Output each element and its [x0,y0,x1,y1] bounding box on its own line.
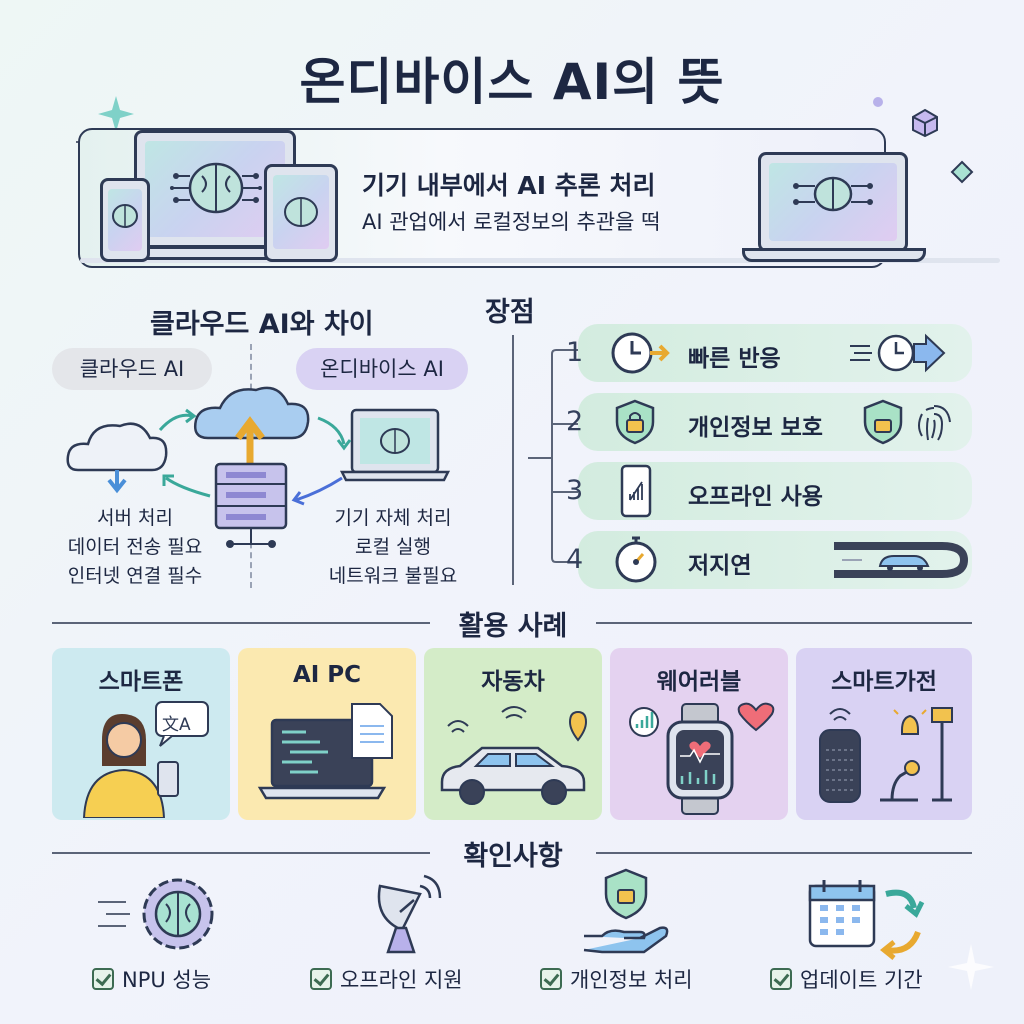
cloud-note-1: 서버 처리 [97,507,173,529]
use-cases-rule-left [52,622,430,624]
use-case-title: 스마트가전 [831,669,937,695]
road-car-icon [834,542,968,578]
hero-shelf [80,258,1000,263]
translate-glyphs: 文A [162,715,191,735]
checklist-rule-left [52,852,430,854]
advantage-num-2: 2 [566,406,584,437]
checkbox-icon [92,968,114,990]
fingerprint-icon [918,405,951,441]
advantages-connector [528,349,580,563]
use-case-title: 자동차 [481,669,545,695]
checkbox-icon [310,968,332,990]
advantage-label-1: 빠른 반응 [688,346,781,372]
check-item-privacy: 개인정보 처리 [540,964,693,994]
stopwatch-icon [615,536,657,583]
advantage-label-2: 개인정보 보호 [688,415,823,441]
use-case-title: 스마트폰 [98,669,184,695]
advantage-num-4: 4 [566,544,584,575]
checklist-heading: 확인사항 [463,841,563,872]
smartwatch-icon [629,702,775,815]
ondevice-ai-pill: 온디바이스 AI [296,348,468,390]
use-case-card-car: 자동차 [424,648,602,820]
diamond-icon [950,160,974,184]
smart-appliances-icon [819,707,953,803]
brain-icon [112,204,138,228]
dot-icon [873,97,883,107]
device-notes: 기기 자체 처리 로컬 실행 네트워크 불필요 [300,504,486,591]
page-title: 온디바이스 AI의 뜻 [299,53,725,111]
clock-arrow-icon [611,332,670,374]
check-label: 개인정보 처리 [570,968,693,992]
advantage-num-3: 3 [566,475,584,506]
shield-lock-icon [863,399,903,445]
section-divider [512,335,514,585]
cloud-ai-pill: 클라우드 AI [52,348,212,390]
brain-circuit-icon [170,162,262,214]
check-label: 오프라인 지원 [340,968,463,992]
phone-no-signal-icon [620,464,652,518]
advantage-label-3: 오프라인 사용 [688,484,823,510]
check-item-update: 업데이트 기간 [770,964,923,994]
laptop-right-base [742,248,926,262]
cloud-note-3: 인터넷 연결 필수 [67,565,203,587]
use-cases-heading: 활용 사례 [458,611,568,642]
check-label: 업데이트 기간 [800,968,923,992]
checklist-rule-right [596,852,972,854]
use-case-card-ai-pc: AI PC [238,648,416,820]
check-item-npu: NPU 성능 [92,964,211,994]
cloud-notes: 서버 처리 데이터 전송 필요 인터넷 연결 필수 [40,504,230,591]
sparkle-icon [948,944,994,990]
checkbox-icon [540,968,562,990]
shield-lock-icon [615,399,655,445]
person-phone-icon [82,701,209,818]
check-label: NPU 성능 [122,968,212,992]
advantage-num-1: 1 [566,337,584,368]
advantage-label-4: 저지연 [688,553,752,579]
hero-subline: AI 관업에서 로컬정보의 추관을 떡 [362,210,661,234]
laptop-code-icon [257,703,393,800]
brain-icon [284,197,318,227]
brain-circuit-icon [793,176,873,212]
device-note-3: 네트워크 불필요 [328,565,458,587]
use-cases-rule-right [596,622,972,624]
clock-speed-icon [850,333,946,373]
check-item-offline: 오프라인 지원 [310,964,463,994]
comparison-heading: 클라우드 AI와 차이 [150,309,374,340]
cube-icon [912,108,938,138]
device-note-2: 로컬 실행 [355,536,431,558]
connected-car-icon [440,706,588,805]
npu-chip-gear-icon [98,878,214,950]
device-note-1: 기기 자체 처리 [334,507,452,529]
use-case-title: AI PC [292,662,362,688]
use-case-title: 웨어러블 [656,669,742,695]
use-case-card-smart-home: 스마트가전 [796,648,972,820]
calendar-refresh-icon [808,880,925,960]
use-case-card-smartphone: 스마트폰 文A [52,648,230,820]
cloud-vs-device-illustration [66,386,451,548]
hand-shield-icon [583,868,669,954]
cloud-note-2: 데이터 전송 필요 [67,536,203,558]
use-case-card-wearable: 웨어러블 [610,648,788,820]
checkbox-icon [770,968,792,990]
hero-headline: 기기 내부에서 AI 추론 처리 [362,171,656,200]
advantages-heading: 장점 [485,297,535,328]
satellite-dish-icon [377,874,442,954]
sparkle-icon [98,96,134,132]
